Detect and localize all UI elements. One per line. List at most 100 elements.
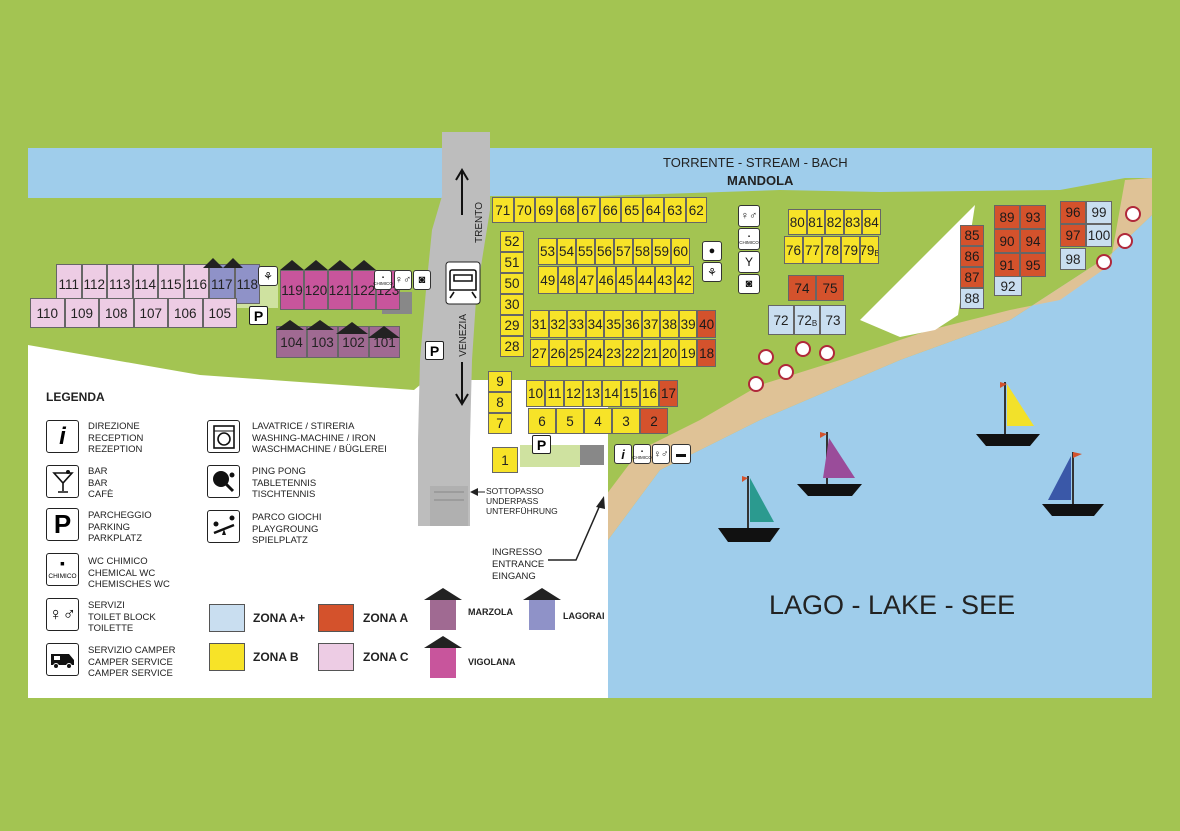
pitch-8: 8 xyxy=(488,392,512,413)
legend-playground-3: SPIELPLATZ xyxy=(252,535,308,546)
stream-left xyxy=(28,148,442,198)
sailboat-blue xyxy=(1042,452,1104,516)
legend-pingpong: PING PONG TABLETENNIS TISCHTENNIS xyxy=(252,466,316,501)
pitch-36: 36 xyxy=(623,310,642,338)
pitch-68: 68 xyxy=(556,197,578,223)
pitch-37: 37 xyxy=(641,310,661,338)
pitch-83: 83 xyxy=(843,209,862,235)
pitch-106: 106 xyxy=(168,298,203,328)
pitch-58: 58 xyxy=(633,238,652,265)
pitch-20: 20 xyxy=(660,339,679,367)
chimico-text-top: CHIMICO xyxy=(739,239,759,245)
washing-machine-icon-left: ◙ xyxy=(413,270,431,290)
pitch-27: 27 xyxy=(530,339,549,367)
pitch-118: 118 xyxy=(234,264,260,304)
legend-washing-1: LAVATRICE / STIRERIA xyxy=(252,421,355,432)
pitch-57: 57 xyxy=(614,238,633,265)
stream-right xyxy=(490,148,1152,196)
pitch-95: 95 xyxy=(1020,253,1046,277)
pitch-32: 32 xyxy=(548,310,568,338)
pitch-93: 93 xyxy=(1020,205,1046,229)
pitch-111: 111 xyxy=(56,264,82,304)
legend-chemical-wc-3: CHEMISCHES WC xyxy=(88,579,170,590)
pitch-13: 13 xyxy=(583,380,602,407)
legend-chemical-wc: WC CHIMICO CHEMICAL WC CHEMISCHES WC xyxy=(88,556,170,591)
legend-camper: SERVIZIO CAMPER CAMPER SERVICE CAMPER SE… xyxy=(88,645,175,680)
pitch-49: 49 xyxy=(538,266,558,294)
pitch-38: 38 xyxy=(660,310,679,338)
pitch-2: 2 xyxy=(640,408,668,434)
pitch-12: 12 xyxy=(564,380,583,407)
pitch-121: 121 xyxy=(328,270,352,310)
toilet-icon-left: ♀♂ xyxy=(394,270,412,290)
beach-umbrellas xyxy=(748,206,1141,392)
pitch-34: 34 xyxy=(585,310,605,338)
pitch-63: 63 xyxy=(664,197,686,223)
pitch-26: 26 xyxy=(548,339,568,367)
legend-parking-1: PARCHEGGIO xyxy=(88,510,152,521)
legend-toilet-2: TOILET BLOCK xyxy=(88,611,156,623)
arrow-north xyxy=(455,168,469,215)
pitch-74: 74 xyxy=(788,275,816,301)
pitch-22: 22 xyxy=(623,339,642,367)
underpass xyxy=(430,486,468,526)
entrance-arrowhead xyxy=(596,496,605,509)
pitch-82: 82 xyxy=(825,209,844,235)
pitch-39: 39 xyxy=(678,310,698,338)
sailboat-purple xyxy=(797,432,862,496)
pitch-110: 110 xyxy=(30,298,65,328)
pitch-99: 99 xyxy=(1086,201,1112,224)
pitch-21: 21 xyxy=(641,339,661,367)
toilet-icon-top: ♀♂ xyxy=(738,205,760,227)
pitch-122: 122 xyxy=(352,270,376,310)
pitch-87: 87 xyxy=(960,267,984,288)
entrance-line-3: EINGANG xyxy=(492,571,536,582)
zone-b-swatch xyxy=(209,643,245,671)
pitch-97: 97 xyxy=(1060,224,1086,247)
parking-icon-bottom: P xyxy=(532,435,551,454)
cocktail-icon xyxy=(46,465,79,498)
info-icon-bottom: i xyxy=(614,444,632,464)
camper-icon xyxy=(46,643,79,676)
pitch-75: 75 xyxy=(816,275,844,301)
toilet-icon: ♀♂ xyxy=(46,598,79,631)
pitch-100: 100 xyxy=(1086,224,1112,247)
pitch-107: 107 xyxy=(133,298,168,328)
underpass-line-1: SOTTOPASSO xyxy=(486,486,544,496)
parking-icon: P xyxy=(46,508,79,541)
arrow-south xyxy=(455,362,469,406)
pitch-53: 53 xyxy=(538,238,557,265)
sailboat-yellow xyxy=(976,382,1040,446)
entrance-label: INGRESSO ENTRANCE EINGANG xyxy=(492,547,544,583)
playground-icon-map: ⚘ xyxy=(702,262,722,282)
sailboat-teal xyxy=(718,476,780,542)
pitch-117: 117 xyxy=(209,264,235,304)
legend-washing: LAVATRICE / STIRERIA WASHING-MACHINE / I… xyxy=(252,421,387,456)
zone-a-plus-label: ZONA A+ xyxy=(253,611,306,625)
open-area xyxy=(860,205,975,337)
pitch-108: 108 xyxy=(99,298,134,328)
cocktail-icon-top: Y xyxy=(738,251,760,273)
legend-playground: PARCO GIOCHI PLAYGROUNG SPIELPLATZ xyxy=(252,512,322,547)
underpass-arrowhead xyxy=(470,488,478,496)
legend-parking-3: PARKPLATZ xyxy=(88,533,143,544)
pitch-79b: 79B xyxy=(860,236,879,264)
pitch-56: 56 xyxy=(595,238,614,265)
legend-chemical-wc-2: CHEMICAL WC xyxy=(88,567,156,579)
legend-reception-2: RECEPTION xyxy=(88,432,144,444)
train-icon xyxy=(449,269,477,299)
pitch-10: 10 xyxy=(526,380,545,407)
pitch-77: 77 xyxy=(803,236,822,264)
legend-parking: PARCHEGGIO PARKING PARKPLATZ xyxy=(88,510,152,545)
legend-parking-2: PARKING xyxy=(88,521,131,533)
pitch-43: 43 xyxy=(655,266,675,294)
info-icon: i xyxy=(46,420,79,453)
washing-machine-icon-top: ◙ xyxy=(738,274,760,294)
underpass-line-2: UNDERPASS xyxy=(486,496,539,506)
pitch-114: 114 xyxy=(132,264,158,304)
pitch-65: 65 xyxy=(621,197,643,223)
pitch-78: 78 xyxy=(822,236,841,264)
main-road xyxy=(418,132,490,526)
